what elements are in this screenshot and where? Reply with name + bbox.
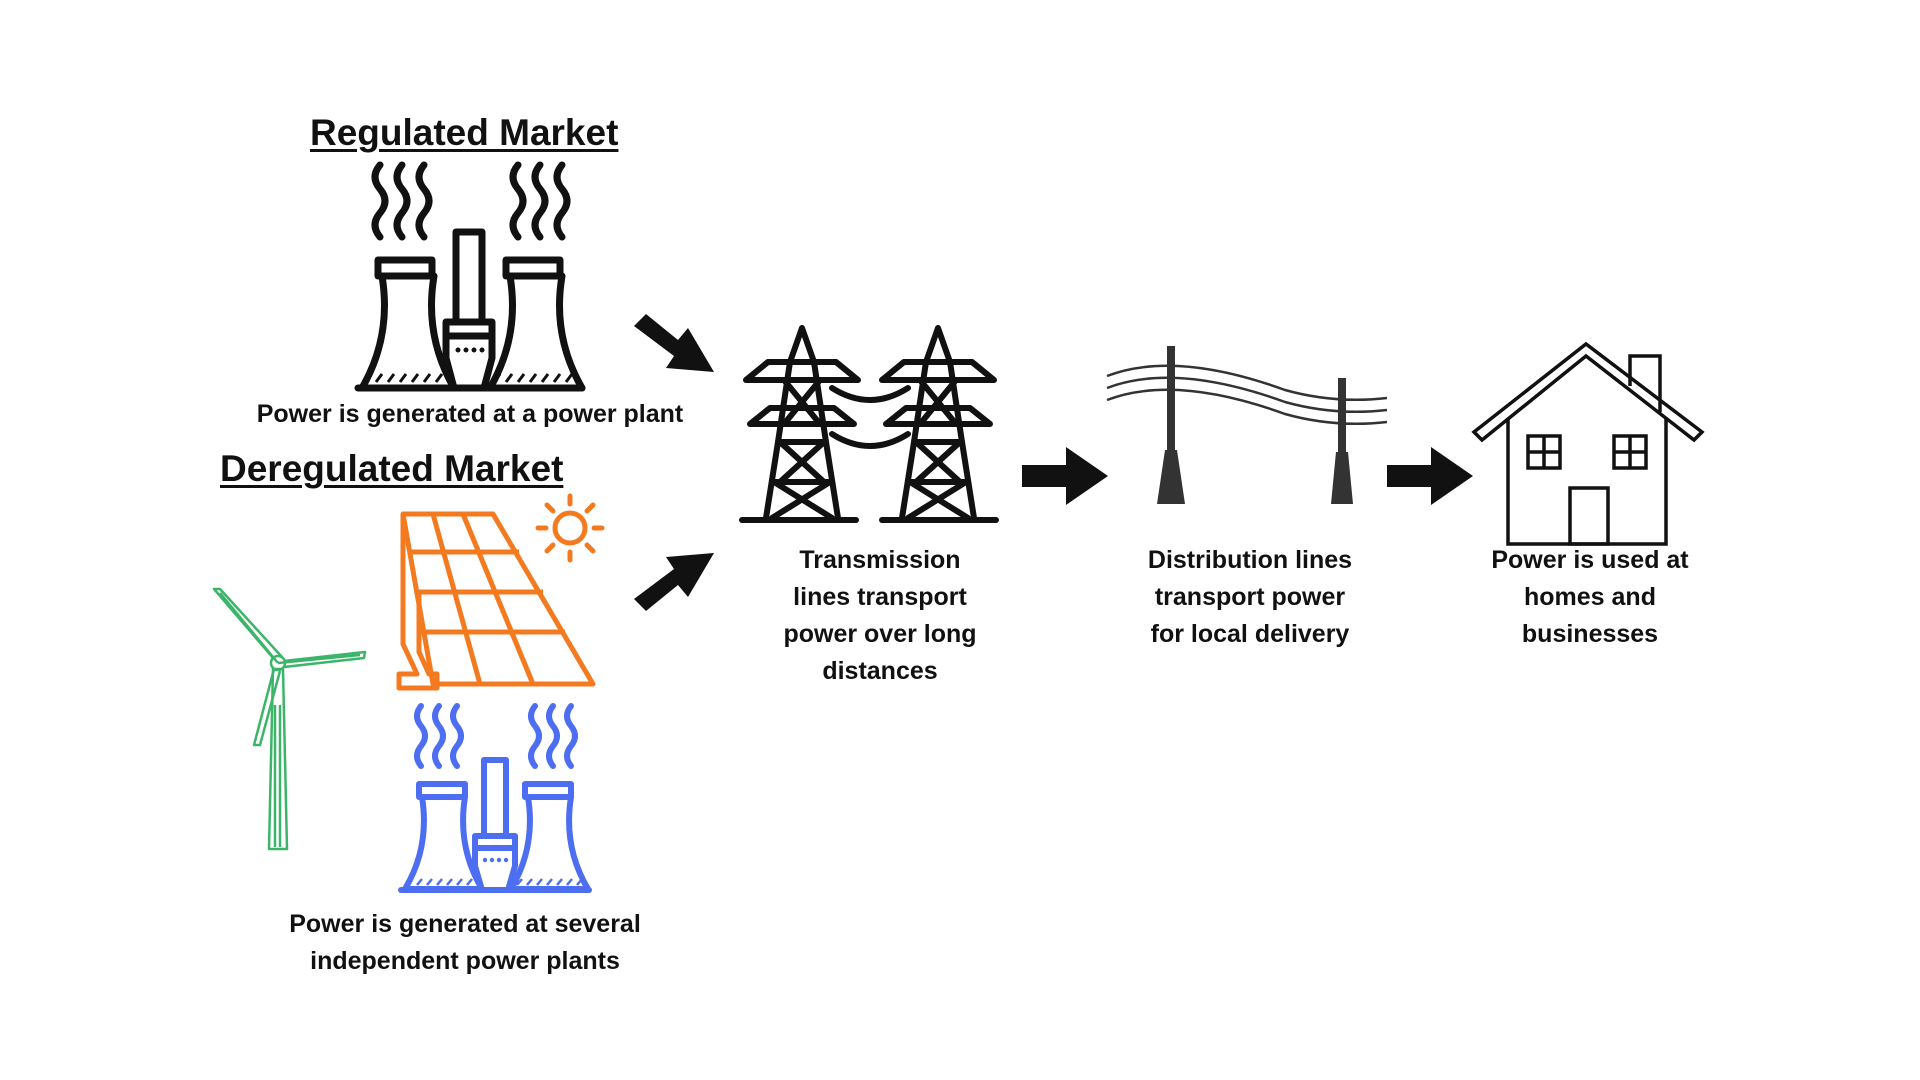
- transmission-caption-line3: power over long: [783, 620, 977, 648]
- deregulated-market-title: Deregulated Market: [220, 448, 564, 489]
- usage-caption-line3: businesses: [1521, 620, 1659, 648]
- solar-panel-icon: [396, 493, 605, 691]
- distribution-caption-line1: Distribution lines: [1147, 546, 1353, 574]
- arrow-deregulated-to-transmission-icon: [634, 553, 714, 611]
- arrow-regulated-to-transmission-icon: [634, 314, 714, 372]
- usage-caption-line2: homes and: [1524, 583, 1656, 611]
- transmission-caption-line2: lines transport: [793, 583, 967, 611]
- power-plant-icon: [354, 161, 586, 392]
- deregulated-caption-line2: independent power plants: [310, 947, 620, 975]
- usage-caption-line1: Power is used at: [1491, 546, 1689, 574]
- transmission-towers-icon: [739, 325, 999, 523]
- distribution-poles-icon: [1106, 346, 1388, 504]
- independent-power-plant-icon: [398, 703, 592, 893]
- transmission-caption-line1: Transmission: [799, 546, 961, 574]
- transmission-caption: Transmission lines transport power over …: [760, 542, 1000, 690]
- distribution-caption-line2: transport power: [1154, 583, 1346, 611]
- deregulated-caption: Power is generated at several independen…: [230, 906, 700, 980]
- deregulated-caption-line1: Power is generated at several: [289, 910, 641, 938]
- regulated-market-title: Regulated Market: [310, 112, 619, 153]
- usage-caption: Power is used at homes and businesses: [1460, 542, 1720, 653]
- house-icon: [1471, 341, 1705, 546]
- regulated-caption: Power is generated at a power plant: [256, 400, 684, 428]
- arrow-distribution-to-home-icon: [1387, 447, 1473, 505]
- wind-turbine-icon: [212, 587, 367, 851]
- distribution-caption-line3: for local delivery: [1150, 620, 1350, 648]
- transmission-caption-line4: distances: [822, 657, 938, 685]
- arrow-transmission-to-distribution-icon: [1022, 447, 1108, 505]
- distribution-caption: Distribution lines transport power for l…: [1120, 542, 1380, 653]
